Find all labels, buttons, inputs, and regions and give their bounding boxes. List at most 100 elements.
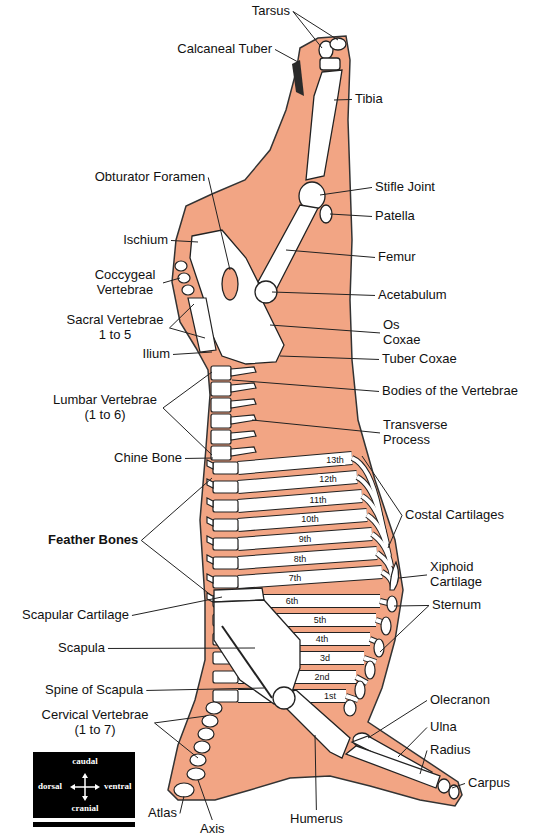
leader-line bbox=[398, 727, 427, 757]
carcass-outline bbox=[168, 36, 462, 806]
leader-line bbox=[163, 278, 180, 283]
part-label: Chine Bone bbox=[114, 451, 182, 466]
part-label: Costal Cartilages bbox=[405, 508, 504, 523]
leader-line bbox=[275, 49, 298, 62]
part-label: Sacral Vertebrae 1 to 5 bbox=[64, 313, 167, 343]
leader-line bbox=[208, 177, 230, 270]
rib-number: 7th bbox=[288, 573, 303, 583]
leader-line bbox=[108, 648, 255, 649]
part-label: Tibia bbox=[355, 92, 383, 107]
part-label: Xiphoid Cartilage bbox=[430, 560, 490, 590]
part-label: Ilium bbox=[143, 347, 170, 362]
part-label: Atlas bbox=[148, 806, 177, 821]
leader-line bbox=[141, 540, 212, 596]
part-label: Spine of Scapula bbox=[45, 683, 143, 698]
part-label: Tuber Coxae bbox=[382, 352, 457, 367]
leader-line bbox=[280, 356, 379, 359]
part-label: Acetabulum bbox=[378, 288, 447, 303]
rib-number: 2nd bbox=[313, 672, 330, 682]
fore-leg-bones bbox=[214, 588, 459, 799]
leader-line bbox=[146, 688, 264, 690]
rib-number: 9th bbox=[298, 534, 313, 544]
leader-line bbox=[334, 99, 352, 101]
direction-label: cranial bbox=[72, 804, 99, 813]
leader-line bbox=[272, 292, 375, 295]
rib-number: 3d bbox=[319, 653, 331, 663]
leader-line bbox=[293, 11, 322, 48]
leader-line bbox=[368, 700, 427, 738]
part-label: Cervical Vertebrae (1 to 7) bbox=[39, 708, 152, 738]
part-label: Feather Bones bbox=[48, 533, 138, 548]
part-label: Ischium bbox=[123, 233, 168, 248]
leader-line bbox=[163, 372, 212, 408]
direction-label: caudal bbox=[72, 757, 98, 766]
leader-line bbox=[180, 796, 184, 813]
leader-line bbox=[420, 750, 427, 774]
leader-line bbox=[362, 456, 402, 515]
leader-line bbox=[163, 408, 212, 455]
part-label: Sternum bbox=[432, 598, 481, 613]
part-label: Transverse Process bbox=[383, 418, 458, 448]
leader-line bbox=[141, 478, 212, 540]
leader-line bbox=[170, 304, 195, 328]
part-label: Coccygeal Vertebrae bbox=[90, 268, 160, 298]
part-label: Os Coxae bbox=[383, 318, 428, 348]
leader-line bbox=[198, 780, 212, 820]
part-label: Calcaneal Tuber bbox=[177, 42, 272, 57]
leader-line bbox=[173, 352, 212, 354]
part-label: Olecranon bbox=[430, 693, 490, 708]
leader-line bbox=[320, 187, 372, 195]
leader-line bbox=[293, 11, 338, 40]
part-label: Carpus bbox=[468, 776, 510, 791]
leader-line bbox=[155, 723, 199, 758]
rib-number: 6th bbox=[285, 596, 300, 606]
leader-line bbox=[315, 735, 316, 810]
rib-number: 12th bbox=[318, 474, 338, 484]
vertebral-column bbox=[175, 261, 256, 460]
part-label: Radius bbox=[430, 743, 470, 758]
rib-number: 10th bbox=[300, 514, 320, 524]
part-label: Ulna bbox=[430, 720, 457, 735]
part-label: Scapula bbox=[58, 641, 105, 656]
leader-line bbox=[232, 380, 379, 391]
leader-line bbox=[388, 515, 402, 548]
sternum-bones bbox=[344, 562, 399, 716]
leader-line bbox=[252, 420, 380, 433]
rib-number: 13th bbox=[325, 455, 345, 465]
part-label: Bodies of the Vertebrae bbox=[382, 384, 518, 399]
leader-line bbox=[452, 783, 465, 788]
neck-vertebrae bbox=[174, 702, 222, 797]
rib-number: 8th bbox=[293, 554, 308, 564]
direction-label: dorsal bbox=[38, 782, 62, 791]
rib-number: 4th bbox=[315, 634, 330, 644]
leader-line bbox=[155, 716, 207, 723]
rib-number: 11th bbox=[309, 495, 328, 505]
leader-line bbox=[286, 250, 375, 257]
leader-line bbox=[132, 597, 222, 615]
leader-line bbox=[330, 214, 372, 216]
part-label: Tarsus bbox=[252, 4, 290, 19]
direction-label: ventral bbox=[104, 782, 132, 791]
leader-line bbox=[270, 325, 380, 333]
rib-number: 1st bbox=[323, 691, 337, 701]
orientation-compass bbox=[33, 752, 135, 827]
leader-line bbox=[394, 605, 429, 607]
rib-number: 5th bbox=[313, 615, 328, 625]
part-label: Obturator Foramen bbox=[95, 170, 206, 185]
part-label: Stifle Joint bbox=[375, 180, 435, 195]
leader-line bbox=[399, 575, 427, 578]
part-label: Scapular Cartilage bbox=[22, 608, 129, 623]
part-label: Humerus bbox=[290, 812, 343, 827]
part-label: Axis bbox=[200, 822, 225, 837]
part-label: Femur bbox=[378, 250, 416, 265]
leader-line bbox=[185, 458, 213, 459]
part-label: Patella bbox=[375, 209, 415, 224]
leader-line bbox=[170, 328, 206, 338]
hock-notch bbox=[292, 60, 304, 96]
part-label: Lumbar Vertebrae (1 to 6) bbox=[50, 393, 160, 423]
leader-line bbox=[171, 240, 198, 242]
hind-leg-bones bbox=[190, 38, 346, 364]
leader-line bbox=[380, 605, 429, 652]
